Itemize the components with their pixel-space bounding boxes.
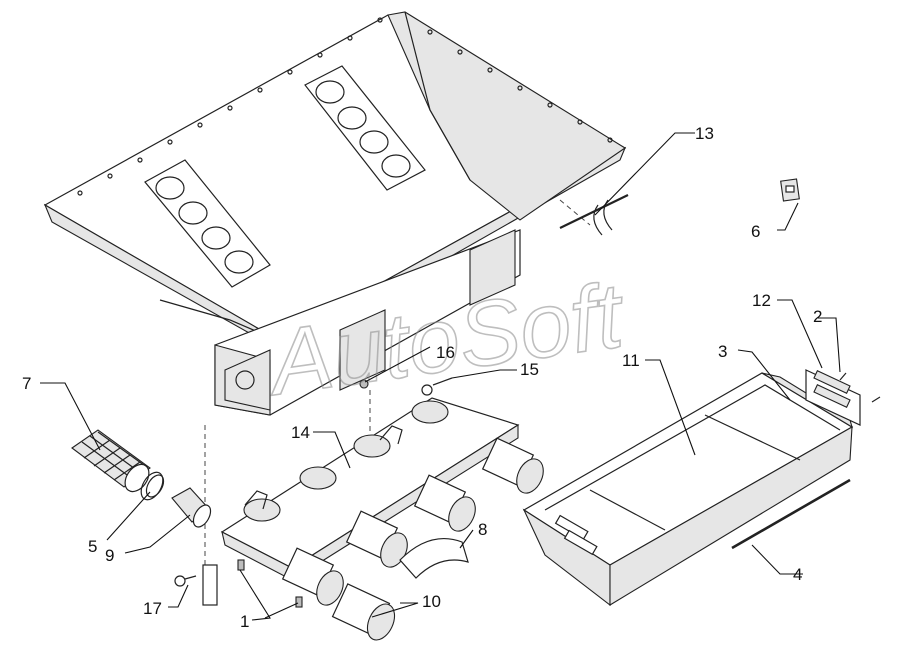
callout-13: 13 [695,124,714,143]
part-9-adapter [171,487,212,528]
part-10-tube [331,583,396,641]
callout-10: 10 [422,592,441,611]
part-14-manifold [220,397,544,606]
callout-11: 11 [622,351,640,370]
part-5-clamp-ring [140,471,165,501]
outlet-plate-left [144,159,271,288]
callout-9: 9 [105,546,114,565]
part-4-rod [731,478,851,550]
outlet-plate-right [304,65,426,191]
callout-6: 6 [751,222,760,241]
callout-2: 2 [813,307,822,326]
part-13-hook-rod [559,194,629,236]
callout-15: 15 [520,360,539,379]
hopper-assembly [43,11,627,580]
rim-holes [77,17,613,196]
callout-12: 12 [752,291,771,310]
callout-1: 1 [240,612,249,631]
callout-16: 16 [436,343,455,362]
part-8-bent-hose [399,538,469,579]
callout-14: 14 [291,423,310,442]
part-12-plate [805,369,861,426]
callout-8: 8 [478,520,487,539]
callout-4: 4 [793,565,802,584]
leader-lines [40,132,841,621]
callout-17: 17 [143,599,162,618]
callout-labels: 7 5 9 17 1 10 8 14 16 15 11 3 12 2 4 6 1… [22,124,822,631]
part-11-tray [522,372,854,607]
callout-5: 5 [88,537,97,556]
part-6-clip [780,178,800,202]
callout-7: 7 [22,374,31,393]
callout-3: 3 [718,342,727,361]
